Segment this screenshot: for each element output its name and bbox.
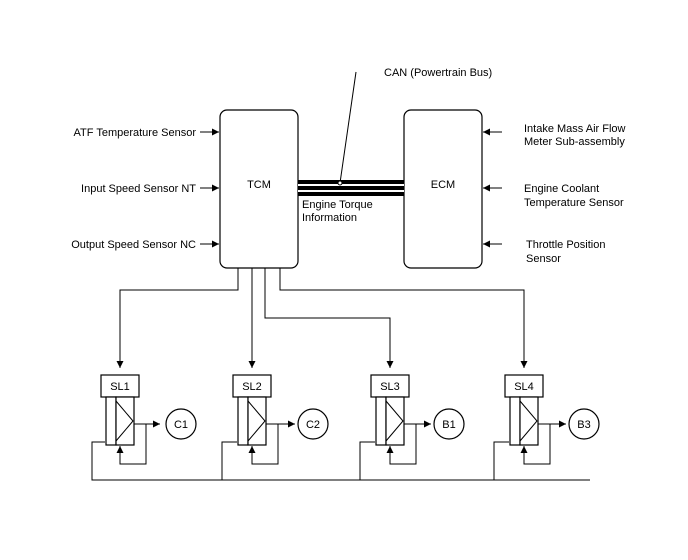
c1-clutch — [165, 408, 197, 440]
sl4-valve-symbol — [519, 400, 538, 442]
sl3-body — [375, 396, 387, 446]
sl2-valve-symbol — [247, 400, 266, 442]
sl4-valve — [519, 396, 539, 446]
throttle-label-line2: Sensor — [526, 253, 561, 265]
c2-clutch — [297, 408, 329, 440]
sl2-body — [237, 396, 249, 446]
output-speed-sensor-label: Output Speed Sensor NC — [71, 239, 196, 251]
sl1-valve-symbol — [115, 400, 134, 442]
can-bus-leader-dot — [337, 180, 343, 186]
sl1-feedback-line — [116, 424, 147, 465]
solenoid-sl3: SL3 B1 — [370, 374, 465, 465]
sl3-valve — [385, 396, 405, 446]
b1-label: B1 — [442, 419, 455, 431]
solenoid-sl4: SL4 B3 — [504, 374, 600, 465]
can-bus-leader — [339, 71, 357, 184]
b1-brake — [433, 408, 465, 440]
sl4-drive-line — [279, 268, 528, 368]
maf-label-line1: Intake Mass Air Flow — [524, 123, 626, 135]
solenoid-sl2: SL2 C2 — [232, 374, 329, 465]
sl1-valve — [115, 396, 135, 446]
c1-label: C1 — [174, 419, 188, 431]
sl3-label: SL3 — [380, 381, 400, 393]
input-speed-sensor-label: Input Speed Sensor NT — [81, 183, 196, 195]
engine-torque-label-line2: Information — [302, 212, 357, 224]
sl3-supply-branch — [359, 441, 375, 480]
can-bus — [298, 180, 404, 196]
c2-label: C2 — [306, 419, 320, 431]
coolant-label-line2: Temperature Sensor — [524, 197, 624, 209]
atf-temp-sensor-label: ATF Temperature Sensor — [74, 127, 197, 139]
sl1-body — [105, 396, 117, 446]
sl4-feedback-line — [520, 424, 551, 465]
throttle-label-line1: Throttle Position — [526, 239, 605, 251]
sl2-label: SL2 — [242, 381, 262, 393]
sl2-valve — [247, 396, 267, 446]
ecm-label: ECM — [431, 179, 455, 191]
sl3-feedback-line — [386, 424, 417, 465]
b3-label: B3 — [577, 419, 590, 431]
sl3-valve-symbol — [385, 400, 404, 442]
maf-label-line2: Meter Sub-assembly — [524, 136, 625, 148]
coolant-label-line1: Engine Coolant — [524, 183, 599, 195]
sl2-supply-branch — [221, 441, 237, 480]
sl1-drive-line — [116, 268, 239, 368]
sl2-feedback-line — [248, 424, 279, 465]
engine-torque-label-line1: Engine Torque — [302, 199, 373, 211]
sl4-supply-branch — [493, 441, 509, 480]
sl4-label: SL4 — [514, 381, 534, 393]
common-supply-line — [91, 441, 590, 481]
can-bus-label: CAN (Powertrain Bus) — [384, 67, 492, 79]
sl3-drive-line — [264, 268, 394, 368]
sl1-label: SL1 — [110, 381, 130, 393]
b3-brake — [568, 408, 600, 440]
tcm-label: TCM — [247, 179, 271, 191]
sl4-body — [509, 396, 521, 446]
solenoid-sl1: SL1 C1 — [100, 374, 197, 465]
